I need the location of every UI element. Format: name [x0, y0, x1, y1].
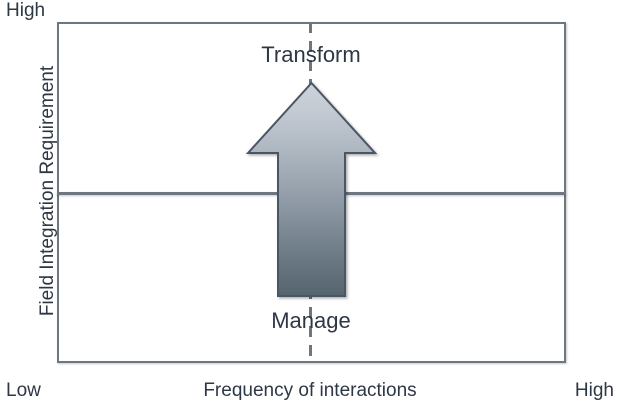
x-axis-high-label: High: [574, 380, 614, 401]
x-axis-title: Frequency of interactions: [203, 380, 417, 401]
x-axis-low-label: Low: [6, 380, 41, 401]
transform-label: Transform: [261, 42, 361, 67]
manage-label: Manage: [271, 308, 351, 333]
y-axis-title: Field Integration Requirement: [37, 65, 58, 317]
upward-arrow-icon: [245, 81, 378, 297]
y-axis-high-label: High: [6, 0, 46, 21]
